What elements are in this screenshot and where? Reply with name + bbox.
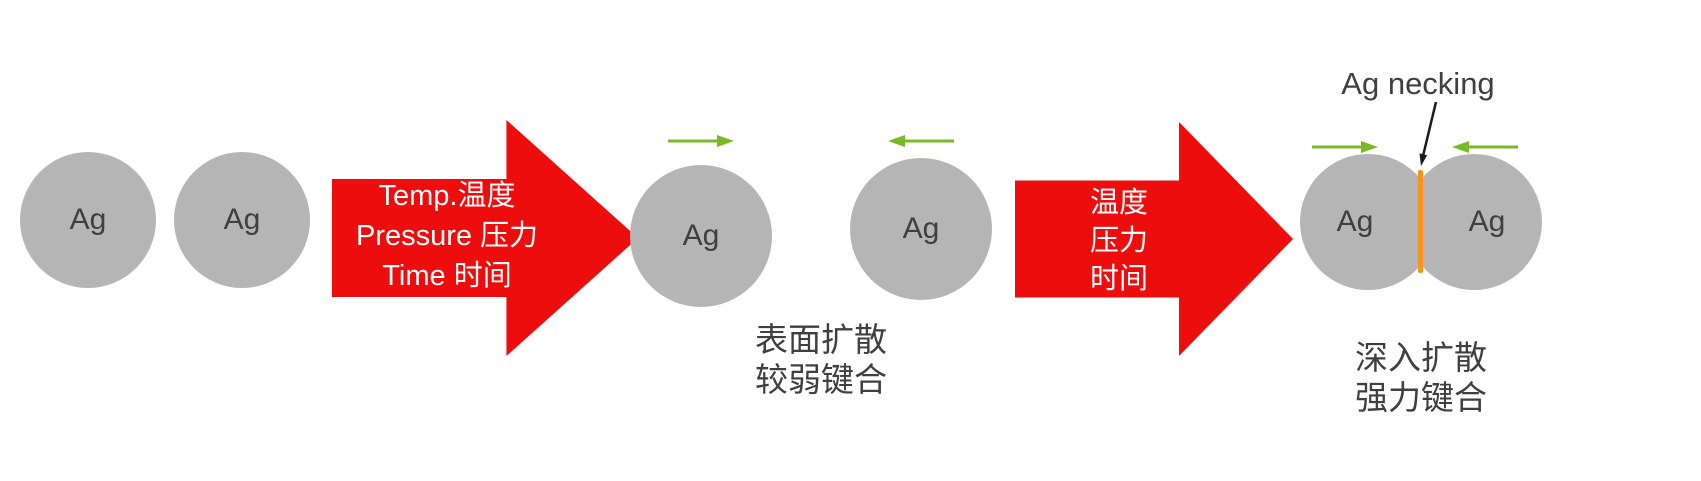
stage2-particle-right: Ag — [850, 158, 992, 300]
process-arrow-1-text: Temp.温度 Pressure 压力 Time 时间 — [332, 176, 562, 296]
process-arrow-1-line1: Temp.温度 — [378, 180, 516, 212]
stage2-particle-left-label: Ag — [682, 219, 720, 252]
stage2-caption-line2: 较弱键合 — [755, 361, 887, 398]
stage1-particle-right: Ag — [174, 152, 310, 288]
process-arrow-2-line2: 压力 — [1089, 225, 1148, 257]
stage3-particle-right-label: Ag — [1468, 205, 1506, 238]
necking-pointer-arrow-icon — [1419, 101, 1438, 166]
stage1-particle-left-label: Ag — [69, 203, 107, 236]
stage3-caption-line1: 深入扩散 — [1355, 339, 1487, 376]
stage3-caption: 深入扩散 强力键合 — [1320, 338, 1522, 418]
stage2-caption: 表面扩散 较弱键合 — [720, 320, 922, 400]
process-arrow-1-line3: Time 时间 — [382, 260, 512, 292]
stage1-particle-left: Ag — [20, 152, 156, 288]
stage3-particle-right: Ag — [1406, 154, 1542, 290]
stage3-caption-line2: 强力键合 — [1355, 379, 1487, 416]
stage2-caption-line1: 表面扩散 — [755, 321, 887, 358]
process-arrow-2-line1: 温度 — [1089, 187, 1148, 219]
ag-neck-line — [1418, 170, 1423, 273]
process-arrow-1-line2: Pressure 压力 — [355, 220, 539, 252]
stage2-particle-left: Ag — [630, 165, 772, 307]
green-arrow-left-icon — [888, 135, 954, 147]
ag-necking-label: Ag necking — [1341, 66, 1495, 101]
stage2-particle-right-label: Ag — [902, 212, 940, 245]
stage3-particle-left-label: Ag — [1336, 205, 1374, 238]
process-arrow-2: 温度 压力 时间 — [1015, 122, 1293, 356]
process-arrow-2-text: 温度 压力 时间 — [1015, 184, 1223, 298]
green-arrow-right-icon — [1312, 141, 1378, 153]
green-arrow-left-icon — [1452, 141, 1518, 153]
green-arrow-right-icon — [668, 135, 734, 147]
stage1-particle-right-label: Ag — [223, 203, 261, 236]
process-arrow-2-line3: 时间 — [1089, 263, 1148, 295]
process-arrow-1: Temp.温度 Pressure 压力 Time 时间 — [332, 120, 638, 356]
